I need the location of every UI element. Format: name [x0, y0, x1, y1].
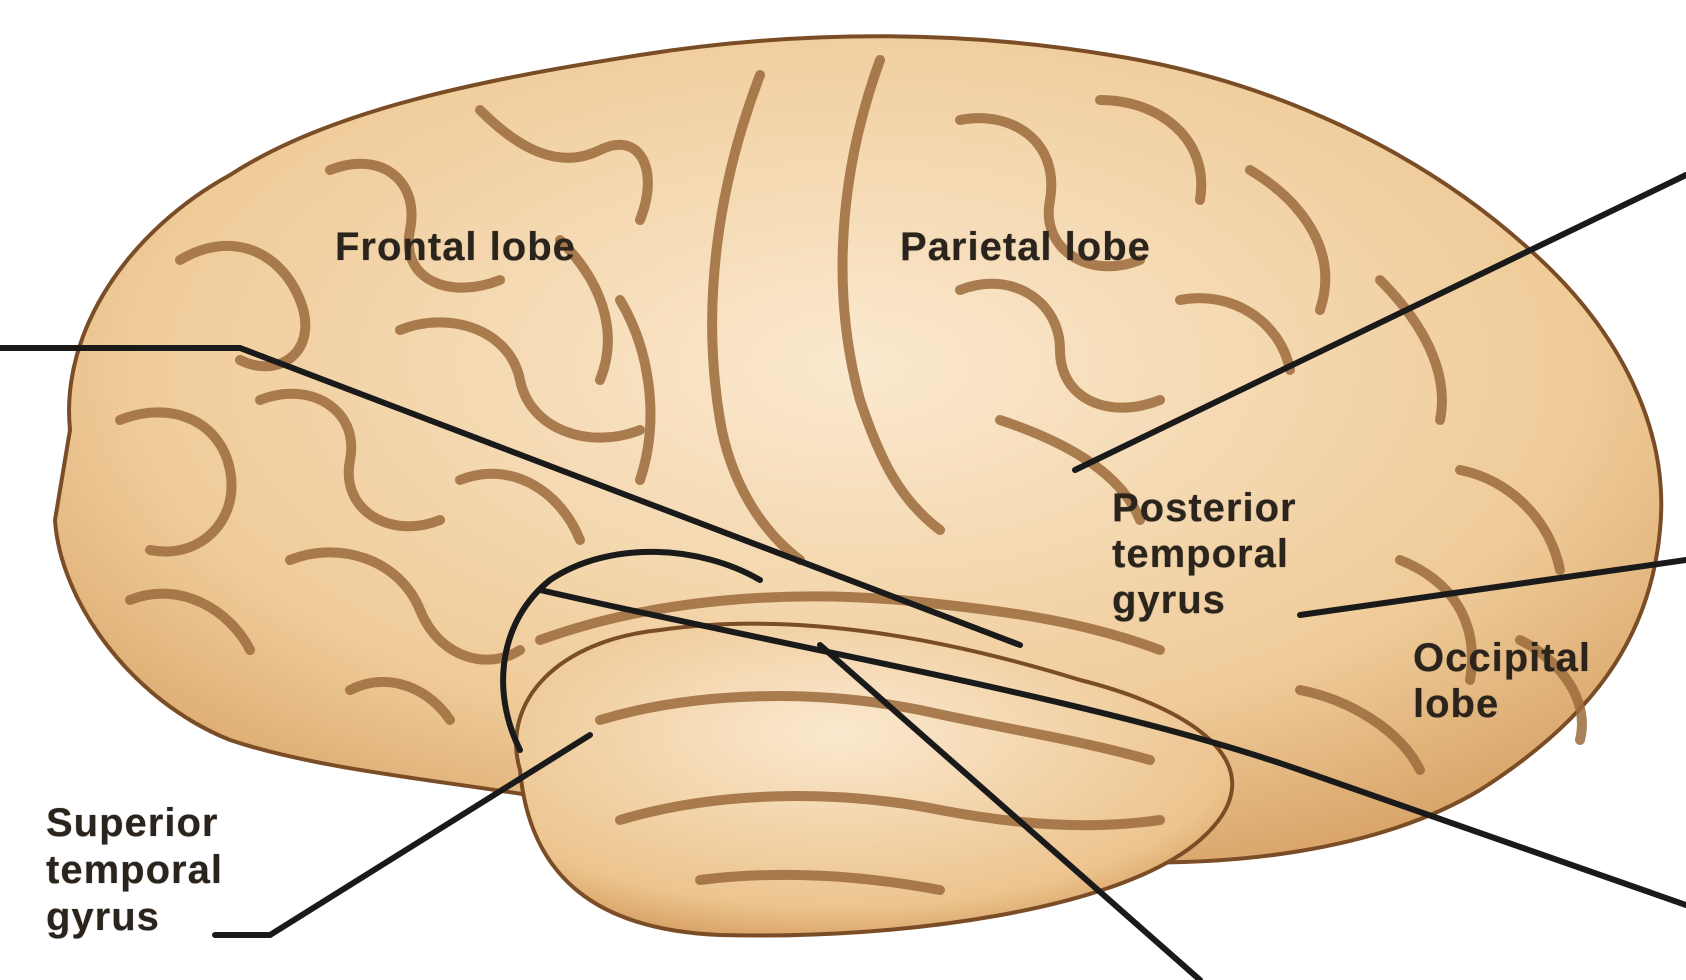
label-frontal-lobe: Frontal lobe [335, 225, 576, 269]
label-posterior-temporal-gyrus: Posterior temporal gyrus [1112, 485, 1297, 623]
label-occipital-lobe: Occipital lobe [1413, 635, 1591, 727]
label-superior-temporal-gyrus: Superior temporal gyrus [46, 800, 223, 941]
label-parietal-lobe: Parietal lobe [900, 225, 1151, 269]
